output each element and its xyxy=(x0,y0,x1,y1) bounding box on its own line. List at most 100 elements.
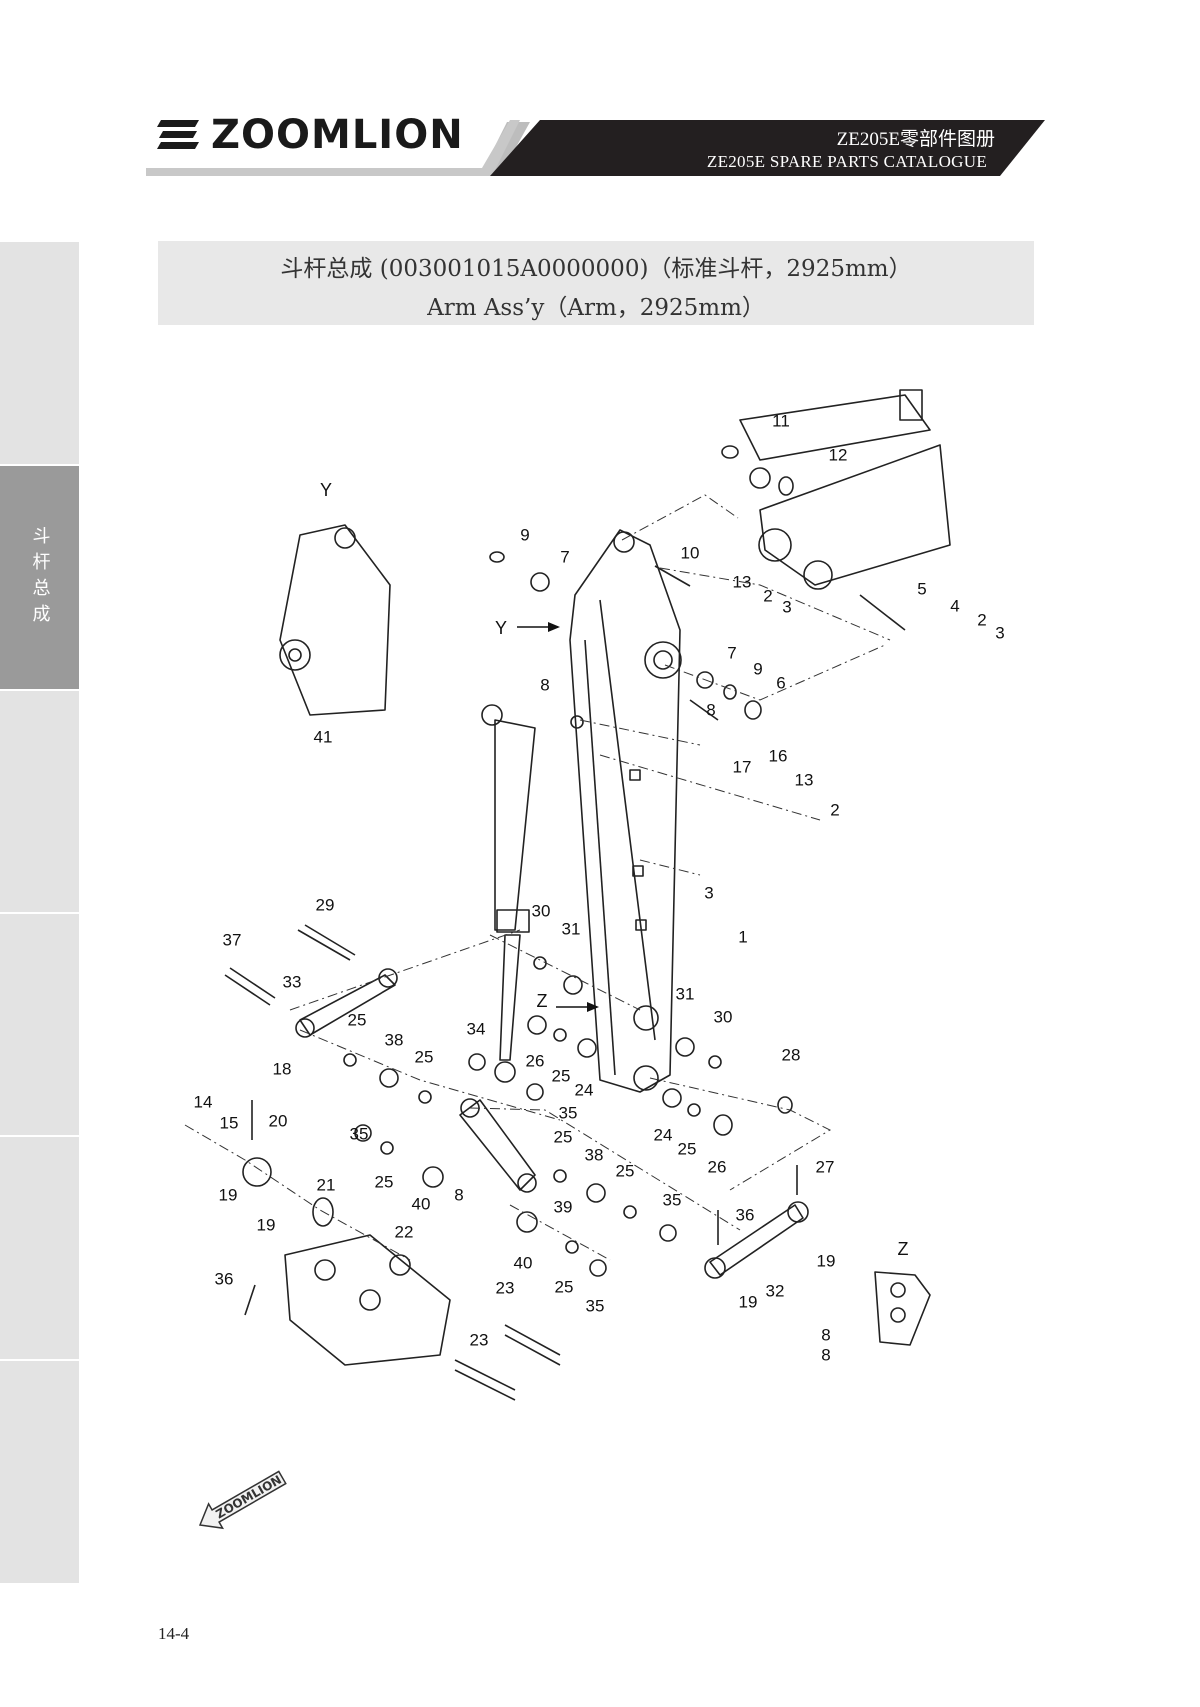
side-tab-5[interactable] xyxy=(0,1137,79,1361)
callout-40: 40 xyxy=(513,1253,533,1273)
callout-30: 30 xyxy=(713,1007,733,1027)
callout-34: 34 xyxy=(466,1019,486,1039)
arm-body xyxy=(569,529,682,1093)
callout-13: 13 xyxy=(794,770,814,790)
section-title-box: 斗杆总成 (003001015A0000000)（标准斗杆，2925mm） Ar… xyxy=(158,241,1034,325)
callout-38: 38 xyxy=(384,1030,404,1050)
catalogue-title-cn: ZE205E零部件图册 xyxy=(836,129,995,150)
callout-25: 25 xyxy=(374,1172,394,1192)
callout-13: 13 xyxy=(732,572,752,592)
callout-25: 25 xyxy=(553,1127,573,1147)
callout-41: 41 xyxy=(313,727,333,747)
view-arrows xyxy=(517,622,599,1012)
callout-3: 3 xyxy=(704,883,714,903)
callout-9: 9 xyxy=(753,659,763,679)
callout-35: 35 xyxy=(585,1296,605,1316)
brand-logo: ZOOMLION xyxy=(157,112,464,158)
callout-25: 25 xyxy=(677,1139,697,1159)
callout-36: 36 xyxy=(214,1269,234,1289)
z-detail-view xyxy=(874,1271,931,1346)
zoomlion-logo-icon xyxy=(157,120,199,149)
callout-21: 21 xyxy=(316,1175,336,1195)
washers xyxy=(242,445,794,1277)
callout-24: 24 xyxy=(653,1125,673,1145)
view-label-y: Y xyxy=(494,618,508,638)
section-title-cn: 斗杆总成 (003001015A0000000)（标准斗杆，2925mm） xyxy=(280,256,912,282)
callout-14: 14 xyxy=(193,1092,213,1112)
callout-39: 39 xyxy=(553,1197,573,1217)
callout-18: 18 xyxy=(272,1059,292,1079)
link-32 xyxy=(704,1201,809,1279)
callout-2: 2 xyxy=(977,610,987,630)
callout-9: 9 xyxy=(520,525,530,545)
link-39 xyxy=(459,1098,537,1193)
side-tab-3[interactable] xyxy=(0,691,79,914)
callout-19: 19 xyxy=(738,1292,758,1312)
bucket-cylinder xyxy=(481,704,536,1083)
side-tab-arm-assembly[interactable]: 斗杆总成 xyxy=(0,466,79,691)
callout-29: 29 xyxy=(315,895,335,915)
callout-15: 15 xyxy=(219,1113,239,1133)
callout-11: 11 xyxy=(772,411,790,431)
bucket xyxy=(284,1234,451,1366)
callout-16: 16 xyxy=(768,746,788,766)
callout-5: 5 xyxy=(917,579,927,599)
catalogue-header: ZOOMLION ZE205E零部件图册 ZE205E SPARE PARTS … xyxy=(0,0,1200,190)
side-tab-1[interactable] xyxy=(0,242,79,466)
callout-36: 36 xyxy=(735,1205,755,1225)
callout-31: 31 xyxy=(675,984,695,1004)
callout-25: 25 xyxy=(615,1161,635,1181)
y-detail-view xyxy=(279,524,391,716)
view-label-y: Y xyxy=(319,480,333,500)
callout-30: 30 xyxy=(531,901,551,921)
header-band xyxy=(146,120,1045,176)
callout-8: 8 xyxy=(706,700,716,720)
callout-31: 31 xyxy=(561,919,581,939)
callout-7: 7 xyxy=(560,547,570,567)
callout-28: 28 xyxy=(781,1045,801,1065)
side-tab-6[interactable] xyxy=(0,1361,79,1585)
callout-8: 8 xyxy=(821,1345,831,1365)
callout-20: 20 xyxy=(268,1111,288,1131)
callout-4: 4 xyxy=(950,596,960,616)
callout-8: 8 xyxy=(540,675,550,695)
callout-35: 35 xyxy=(349,1124,369,1144)
callout-37: 37 xyxy=(222,930,242,950)
callout-10: 10 xyxy=(680,543,700,563)
callout-6: 6 xyxy=(776,673,786,693)
callout-25: 25 xyxy=(347,1010,367,1030)
callout-8: 8 xyxy=(821,1325,831,1345)
callout-40: 40 xyxy=(411,1194,431,1214)
brand-logo-text: ZOOMLION xyxy=(211,112,464,158)
callout-24: 24 xyxy=(574,1080,594,1100)
callout-19: 19 xyxy=(816,1251,836,1271)
side-tab-label: 斗杆总成 xyxy=(29,525,51,630)
view-label-z: Z xyxy=(897,1239,909,1259)
callout-19: 19 xyxy=(256,1215,276,1235)
callout-2: 2 xyxy=(763,586,773,606)
callout-25: 25 xyxy=(554,1277,574,1297)
callout-12: 12 xyxy=(828,445,848,465)
view-label-z: Z xyxy=(536,991,548,1011)
callout-32: 32 xyxy=(765,1281,785,1301)
callout-7: 7 xyxy=(727,643,737,663)
side-tab-4[interactable] xyxy=(0,914,79,1137)
callout-25: 25 xyxy=(414,1047,434,1067)
link-33 xyxy=(295,968,398,1038)
boom-end xyxy=(739,389,951,590)
callout-35: 35 xyxy=(662,1190,682,1210)
callout-2: 2 xyxy=(830,800,840,820)
callout-23: 23 xyxy=(469,1330,489,1350)
callout-3: 3 xyxy=(782,597,792,617)
section-title-en: Arm Ass’y（Arm，2925mm） xyxy=(427,295,765,321)
callout-8: 8 xyxy=(454,1185,464,1205)
callout-27: 27 xyxy=(815,1157,835,1177)
callout-33: 33 xyxy=(282,972,302,992)
callout-38: 38 xyxy=(584,1145,604,1165)
catalogue-title-en: ZE205E SPARE PARTS CATALOGUE xyxy=(706,152,987,171)
zoomlion-watermark-arrow xyxy=(198,1470,287,1530)
callout-1: 1 xyxy=(738,927,748,947)
pins xyxy=(224,565,906,1401)
